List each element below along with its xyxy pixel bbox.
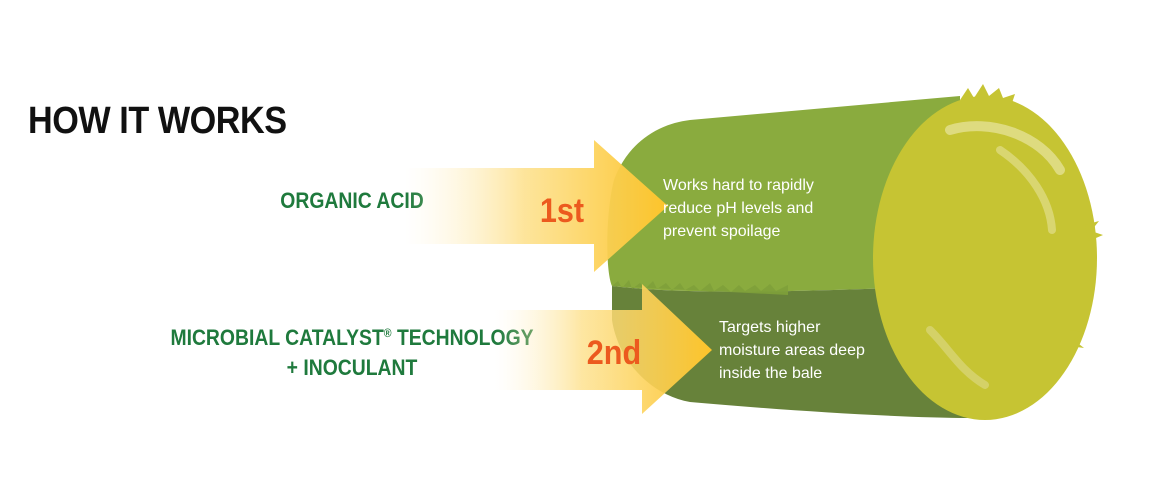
step-2-description-line: inside the bale [719,365,823,382]
bale-top-section [607,96,960,292]
registered-mark: ® [383,326,392,340]
page-title: HOW IT WORKS [28,100,287,142]
step-2-description-line: moisture areas deep [719,342,865,359]
step-1-description-line: reduce pH levels and [663,200,814,217]
step-1-label: ORGANIC ACID [280,188,424,213]
step-1-arrow [405,140,668,272]
step-2-label: MICROBIAL CATALYST® TECHNOLOGY + INOCULA… [158,318,545,383]
step-1-description: Works hard to rapidly reduce pH levels a… [663,174,814,243]
grass-fringe [612,280,788,295]
step-2-arrow [495,284,712,414]
step-1-description-line: prevent spoilage [663,223,781,240]
bale-face-highlight-2 [996,146,1056,234]
step-2-order: 2nd [587,334,641,372]
step-1-description-line: Works hard to rapidly [663,177,814,194]
bale-face-highlight-1 [945,121,1065,175]
step-2-label-line2: + INOCULANT [286,355,418,380]
bale-face-highlight-3 [926,326,989,389]
step-1-order: 1st [540,192,584,230]
bale-end-face [873,96,1097,420]
hay-bale [607,84,1103,420]
step-2-description: Targets higher moisture areas deep insid… [719,316,865,385]
step-2-description-line: Targets higher [719,319,821,336]
